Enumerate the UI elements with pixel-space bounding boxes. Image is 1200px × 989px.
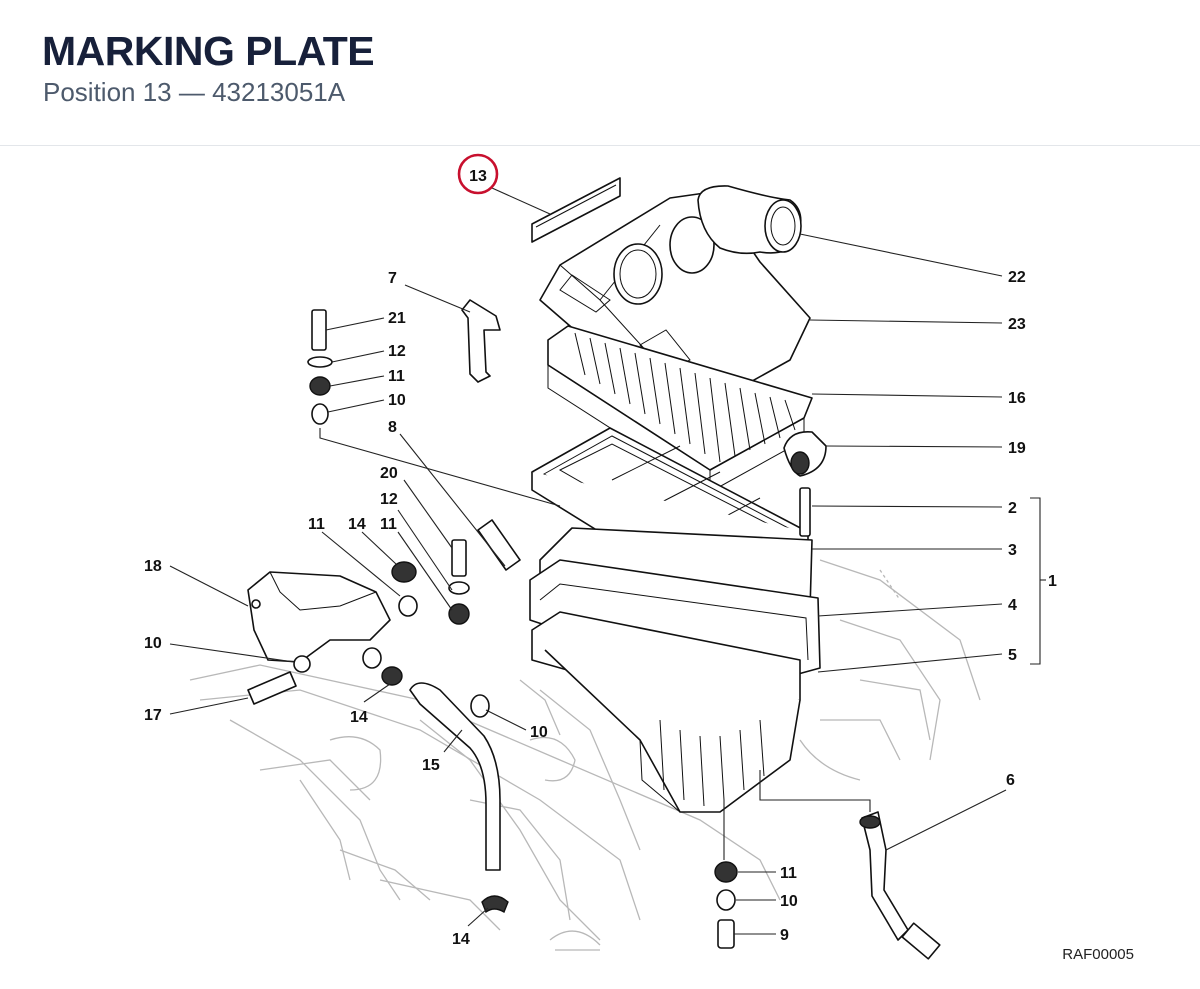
callout-6: 6 [1006, 772, 1015, 789]
callout-16: 16 [1008, 390, 1026, 407]
callout-labels: 22 23 16 19 2 3 1 4 5 7 21 12 11 10 8 20… [144, 269, 1057, 948]
callout-10d: 10 [780, 893, 798, 910]
callout-20: 20 [380, 465, 398, 482]
callout-11d: 11 [780, 865, 797, 882]
highlight-marker-13[interactable]: 13 [457, 153, 499, 195]
marking-plate-part [531, 177, 621, 243]
fasteners [247, 309, 811, 949]
page-header: MARKING PLATE Position 13 — 43213051A [0, 0, 1200, 146]
callout-7: 7 [388, 270, 397, 287]
callout-21: 21 [388, 310, 406, 327]
callout-1: 1 [1048, 573, 1057, 590]
callout-14c: 14 [452, 931, 470, 948]
callout-5: 5 [1008, 647, 1017, 664]
callout-4: 4 [1008, 597, 1017, 614]
callout-19: 19 [1008, 440, 1026, 457]
callout-17: 17 [144, 707, 162, 724]
callout-leaders [169, 187, 1046, 935]
tube-part [477, 519, 521, 571]
elbow-hose-part [783, 431, 827, 477]
callout-2: 2 [1008, 500, 1017, 517]
page-title: MARKING PLATE [42, 28, 375, 74]
callout-8: 8 [388, 419, 397, 436]
drawing-reference-code: RAF00005 [1062, 946, 1134, 963]
callout-12b: 12 [380, 491, 398, 508]
callout-11c: 11 [308, 516, 325, 533]
callout-10: 10 [388, 392, 406, 409]
callout-13: 13 [469, 168, 487, 185]
callout-10c: 10 [530, 724, 548, 741]
callout-14b: 14 [350, 709, 368, 726]
airbox-base-part [529, 427, 821, 813]
callout-9: 9 [780, 927, 789, 944]
callout-18: 18 [144, 558, 162, 575]
callout-11b: 11 [380, 516, 397, 533]
callout-15: 15 [422, 757, 440, 774]
exploded-parts-diagram: 13 22 23 16 19 2 3 1 4 5 7 21 12 11 10 8… [0, 146, 1200, 989]
callout-22: 22 [1008, 269, 1026, 286]
callout-10b: 10 [144, 635, 162, 652]
callout-3: 3 [1008, 542, 1017, 559]
callout-23: 23 [1008, 316, 1026, 333]
bracket-part [247, 571, 391, 663]
callout-11: 11 [388, 368, 405, 385]
hose-part [409, 682, 501, 871]
callout-12: 12 [388, 343, 406, 360]
drain-hose-part [859, 811, 941, 960]
air-filter-part [547, 325, 813, 493]
callout-14: 14 [348, 516, 366, 533]
strap-part [461, 299, 501, 383]
page-subtitle: Position 13 — 43213051A [43, 77, 346, 107]
intake-duct-part [697, 185, 802, 255]
